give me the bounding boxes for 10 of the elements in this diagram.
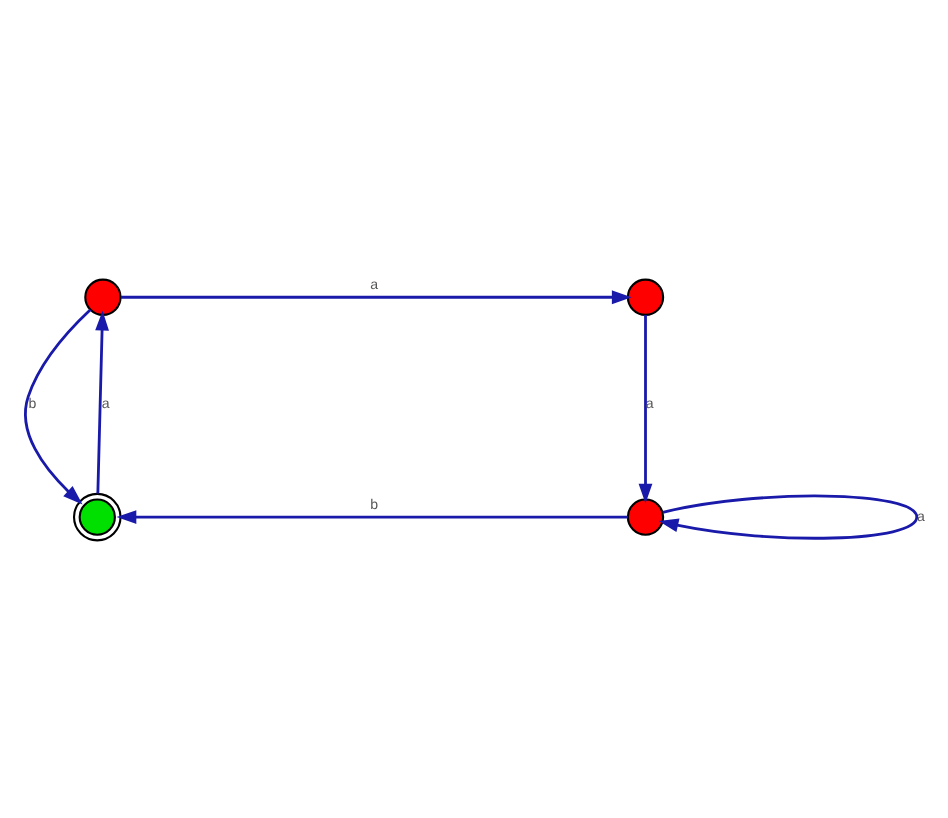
arrow — [115, 509, 627, 524]
arrow — [23, 307, 91, 504]
arrow — [119, 289, 631, 304]
arrow — [657, 493, 918, 539]
node-circle — [625, 277, 664, 315]
node-circle — [71, 491, 121, 541]
arrow — [94, 309, 108, 493]
arrow — [637, 314, 652, 503]
node-circle — [625, 497, 664, 535]
node-circle — [83, 277, 121, 315]
